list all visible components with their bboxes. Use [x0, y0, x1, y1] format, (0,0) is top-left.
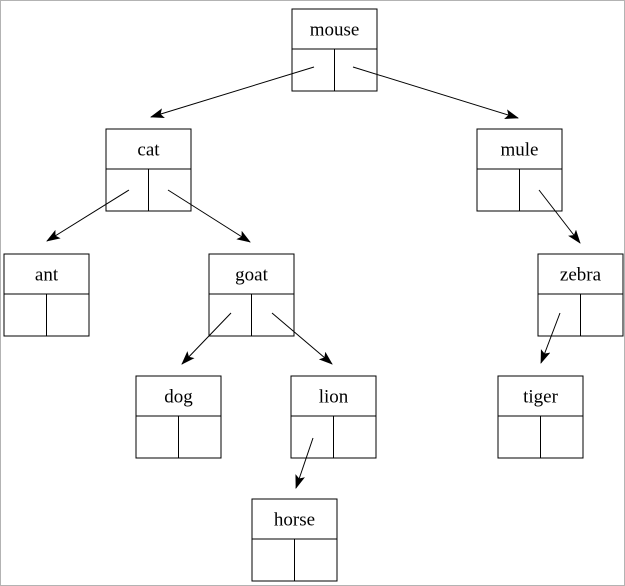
tree-node-lion: lion [290, 375, 377, 459]
node-label-mule: mule [501, 140, 539, 161]
tree-node-horse: horse [251, 498, 338, 582]
edge-goat-left-dog [181, 312, 232, 365]
node-label-horse: horse [274, 510, 315, 531]
edge-lion-left-horse [295, 437, 314, 489]
edge-zebra-left-tiger [540, 312, 561, 364]
tree-node-mouse: mouse [291, 8, 378, 92]
node-label-goat: goat [235, 265, 268, 286]
tree-node-mule: mule [476, 128, 563, 212]
tree-node-dog: dog [135, 375, 222, 459]
tree-node-goat: goat [208, 253, 295, 337]
edge-mouse-right-mule [352, 66, 519, 119]
node-label-mouse: mouse [310, 20, 360, 41]
edge-mule-right-zebra [538, 189, 581, 244]
node-label-zebra: zebra [560, 265, 602, 286]
tree-node-ant: ant [3, 253, 90, 337]
edge-cat-right-goat [167, 189, 251, 243]
tree-node-cat: cat [105, 128, 192, 212]
edge-mouse-left-cat [150, 66, 315, 118]
tree-node-zebra: zebra [537, 253, 624, 337]
tree-node-tiger: tiger [497, 375, 584, 459]
node-label-cat: cat [137, 140, 160, 161]
node-label-dog: dog [164, 387, 193, 408]
node-label-ant: ant [35, 265, 59, 286]
edge-goat-right-lion [271, 312, 333, 365]
edge-cat-left-ant [46, 189, 130, 242]
node-label-lion: lion [319, 387, 349, 408]
node-label-tiger: tiger [523, 387, 558, 408]
